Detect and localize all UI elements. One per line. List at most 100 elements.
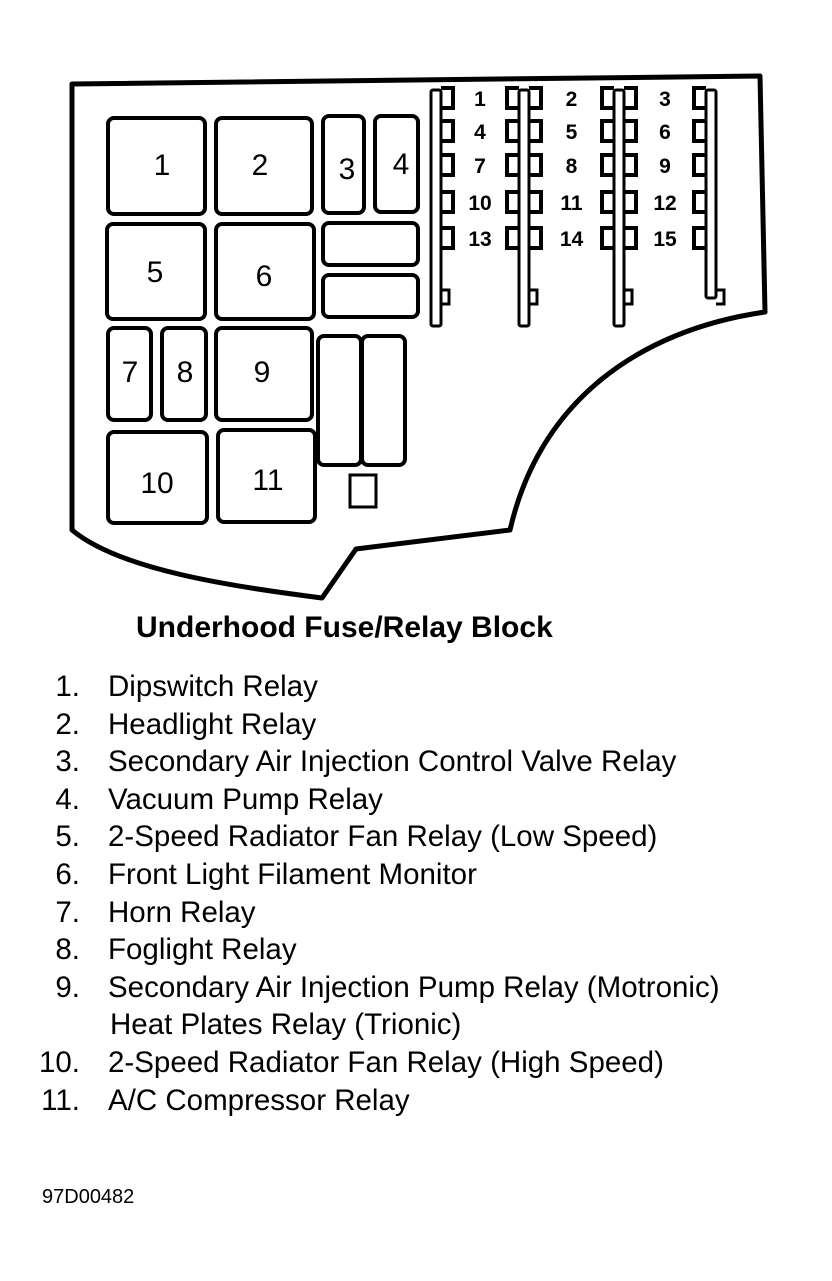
fuse-clip [529,153,543,177]
legend-number: 5. [55,820,80,854]
fuse-bus-tab [441,288,451,306]
legend-text: A/C Compressor Relay [108,1083,410,1117]
relay-1 [106,116,207,216]
fuse-label-4: 4 [474,121,486,144]
legend-number: 4. [55,782,80,816]
unlabeled-slot [360,334,407,467]
legend-text: Dipswitch Relay [108,670,318,703]
legend-number: 9. [55,970,80,1004]
fuse-label-8: 8 [566,155,578,178]
fuse-clip [529,86,543,110]
legend-text: Front Light Filament Monitor [108,857,477,891]
legend-text: Secondary Air Injection Control Valve Re… [108,745,677,779]
fuse-bus-bar [429,88,443,328]
legend-text: Headlight Relay [108,707,317,741]
relay-label-1: 1 [154,149,171,182]
relay-label-9: 9 [254,356,271,389]
fuse-clip [600,86,614,110]
small-slot [348,473,378,509]
relay-label-4: 4 [393,148,410,181]
fuse-clip [692,86,706,110]
unlabeled-slot [321,273,420,319]
legend-number: 1. [55,670,80,703]
fuse-bus-tab [716,288,726,306]
relay-label-11: 11 [252,464,283,497]
fuse-label-13: 13 [468,228,491,251]
relay-8 [160,326,208,422]
block-outline [69,73,768,601]
figure-code: 97D00482 [42,1186,135,1208]
fuse-label-9: 9 [659,155,671,178]
relay-3 [321,114,366,215]
legend-text: Vacuum Pump Relay [108,782,383,816]
fuse-label-7: 7 [474,155,486,178]
relay-6 [214,222,316,321]
legend-text: Heat Plates Relay (Trionic) [110,1008,462,1042]
fuse-bus-bar [612,88,626,328]
relay-10 [106,430,209,525]
fuse-label-11: 11 [560,192,583,215]
relay-label-2: 2 [252,149,269,182]
fuse-clip [600,190,614,214]
fuse-bus-tab [529,288,539,306]
unlabeled-slot [321,221,420,267]
legend-number: 11. [41,1083,80,1117]
fuse-label-15: 15 [653,228,677,251]
fuse-clip [441,226,455,250]
fuse-clip [529,119,543,143]
relay-label-8: 8 [177,356,194,389]
relay-label-6: 6 [256,260,273,293]
legend-text: Horn Relay [108,895,256,929]
fuse-clip [600,153,614,177]
fuse-label-10: 10 [468,192,491,215]
legend-number: 3. [55,745,80,779]
fuse-label-12: 12 [653,192,676,215]
fuse-clip [505,86,519,110]
legend-number: 6. [55,857,80,891]
fuse-clip [692,153,706,177]
legend-text: 2-Speed Radiator Fan Relay (High Speed) [108,1045,664,1079]
fuse-clip [624,86,638,110]
fuse-bus-bar [517,88,531,328]
unlabeled-slot [316,334,363,467]
relay-11 [216,428,317,524]
fuse-clip [441,190,455,214]
fuse-bus-bar [704,88,718,300]
fuse-label-5: 5 [566,121,578,144]
relay-4 [373,114,420,214]
relay-9 [214,326,314,422]
fuse-clip [529,190,543,214]
fuse-clip [624,190,638,214]
fuse-label-2: 2 [566,88,578,111]
relay-label-3: 3 [339,153,356,186]
fuse-clip [441,153,455,177]
fuse-label-14: 14 [560,228,584,251]
relay-2 [214,116,314,216]
legend-text: 2-Speed Radiator Fan Relay (Low Speed) [108,820,658,854]
relay-label-7: 7 [122,356,139,389]
fuse-clip [600,226,614,250]
legend-text: Foglight Relay [108,933,297,967]
fuse-clip [505,190,519,214]
relay-7 [106,326,153,422]
fuse-clip [441,119,455,143]
fuse-clip [624,153,638,177]
fuse-bus-tab [624,288,634,306]
diagram-caption: Underhood Fuse/Relay Block [136,611,553,644]
fuse-clip [505,153,519,177]
relay-5 [105,222,207,321]
legend-number: 10. [38,1045,80,1079]
fuse-clip [441,86,455,110]
fuse-clip [692,119,706,143]
relay-label-10: 10 [140,467,173,500]
fuse-clip [529,226,543,250]
fuse-clip [600,119,614,143]
legend-number: 7. [55,895,80,929]
legend-text: Secondary Air Injection Pump Relay (Motr… [108,970,720,1004]
fuse-clip [624,226,638,250]
fuse-clip [692,190,706,214]
fuse-clip [505,119,519,143]
fuse-clip [624,119,638,143]
